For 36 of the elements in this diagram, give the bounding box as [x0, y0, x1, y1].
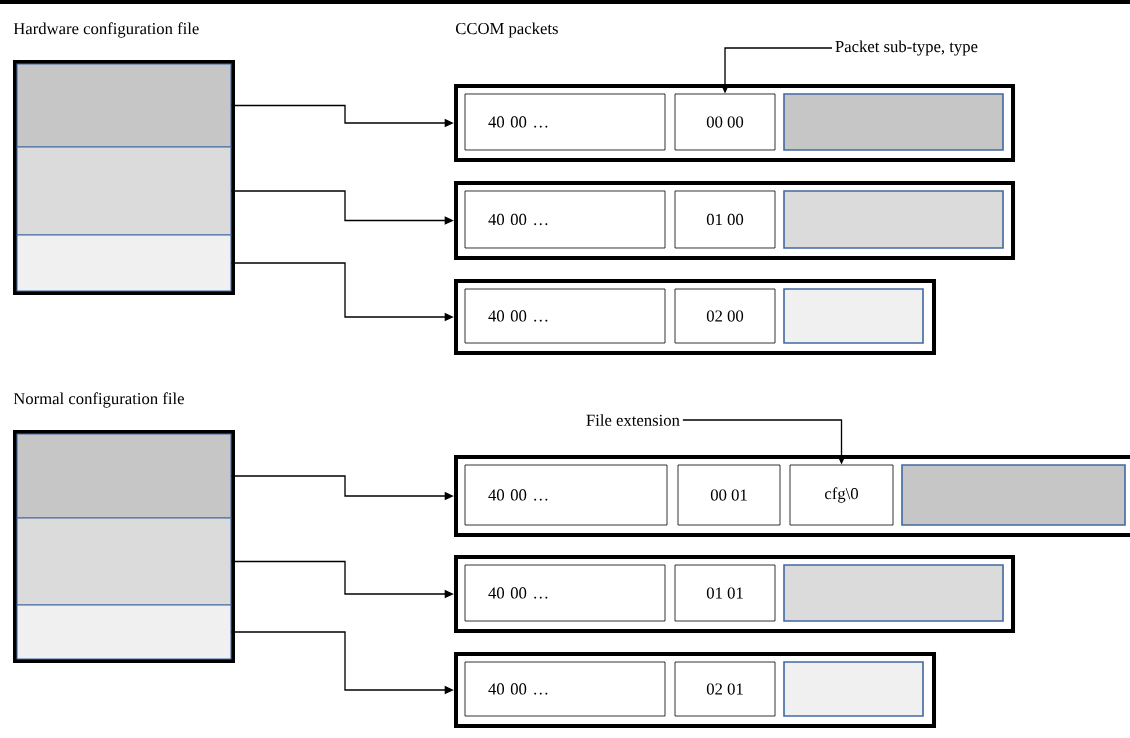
field-cell: 40 00 … [464, 564, 666, 622]
packet-box [454, 84, 1015, 162]
packet-box [454, 279, 936, 355]
field-cell: 02 00 [674, 288, 776, 344]
packet-box [454, 555, 1015, 633]
hatched-payload [783, 661, 924, 717]
field-cell: 40 00 … [464, 288, 666, 344]
hatched-section [16, 433, 232, 519]
hatched-payload [783, 288, 924, 344]
hatched-payload [783, 564, 1004, 622]
field-cell: 01 00 [674, 190, 776, 249]
packet-box [454, 652, 936, 728]
packet-box [454, 181, 1015, 260]
hatched-section [16, 517, 232, 606]
packet-box [454, 455, 1130, 537]
field-cell: 00 01 [677, 464, 781, 526]
field-cell: 02 01 [674, 661, 776, 717]
callout-text: File extension [586, 414, 680, 426]
hatched-payload [783, 190, 1004, 249]
file-title: Hardware configuration file [13, 22, 199, 38]
field-cell: 00 00 [674, 93, 776, 151]
hatched-section [16, 604, 232, 660]
hatched-section [16, 146, 232, 236]
field-cell: cfg\0 [789, 464, 894, 526]
field-cell: 40 00 … [464, 190, 666, 249]
hatched-payload [901, 464, 1126, 526]
file-title: Normal configuration file [13, 392, 184, 408]
field-cell: 01 01 [674, 564, 776, 622]
field-cell: 40 00 … [464, 661, 666, 717]
field-cell: 40 00 … [464, 464, 668, 526]
group-title: CCOM packets [455, 22, 558, 38]
hatched-section [16, 234, 232, 292]
hatched-payload [783, 93, 1004, 151]
callout-text: Packet sub-type, type [835, 40, 978, 56]
hatched-section [16, 63, 232, 148]
field-cell: 40 00 … [464, 93, 666, 151]
